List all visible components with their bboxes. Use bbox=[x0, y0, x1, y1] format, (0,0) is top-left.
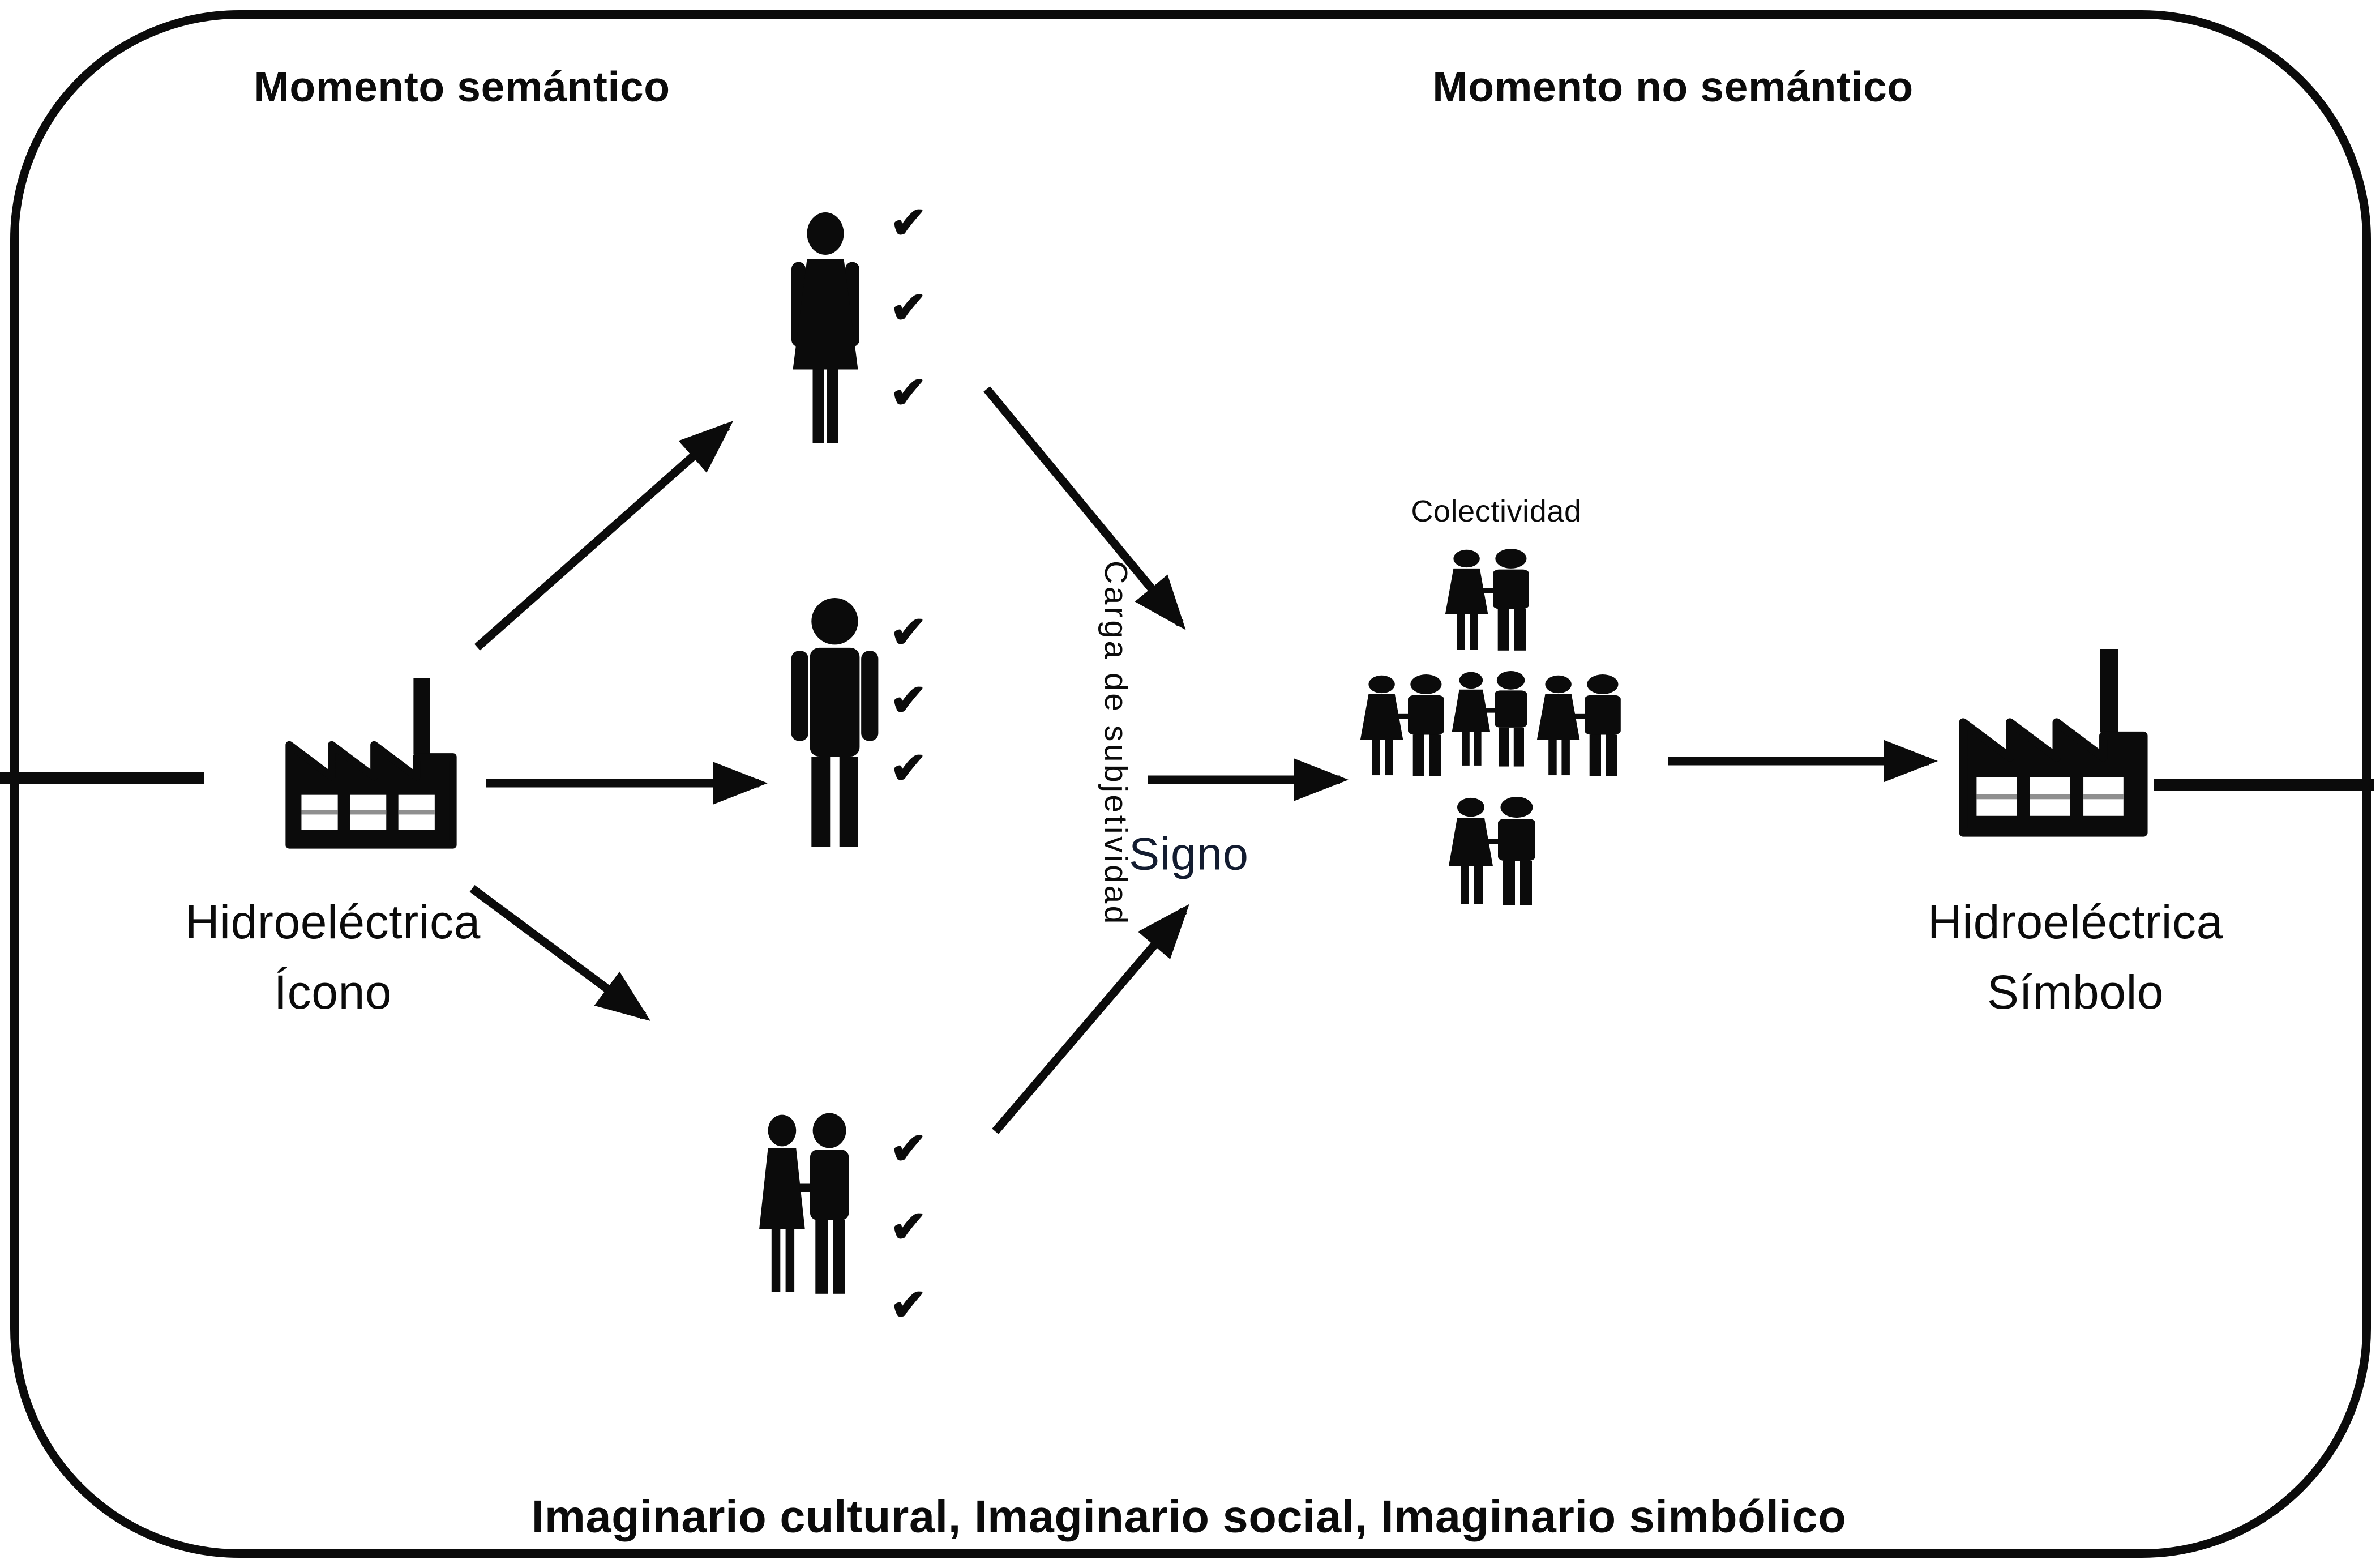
connector-couple-to-sign bbox=[992, 904, 1189, 1134]
icon-node-line2: Ícono bbox=[273, 965, 392, 1019]
collectivity-label: Colectividad bbox=[1411, 494, 1582, 528]
woman-icon bbox=[783, 211, 868, 452]
icon-node-label: Hidroeléctrica Ícono bbox=[185, 887, 481, 1028]
phase-label-semantic: Momento semántico bbox=[254, 63, 670, 110]
imaginaries-caption: Imaginario cultural, Imaginario social, … bbox=[531, 1491, 1847, 1543]
couple-check-list: ✔ ✔ ✔ bbox=[890, 1126, 927, 1327]
factory-icon bbox=[280, 678, 462, 853]
man-icon bbox=[788, 598, 881, 855]
check-icon: ✔ bbox=[890, 607, 927, 657]
connector-icon-to-woman bbox=[474, 421, 734, 651]
check-icon: ✔ bbox=[890, 368, 927, 417]
connector-woman-to-sign bbox=[983, 386, 1186, 630]
phase-label-non-semantic: Momento no semántico bbox=[1432, 63, 1914, 110]
check-icon: ✔ bbox=[890, 283, 927, 332]
factory-icon bbox=[1953, 649, 2154, 841]
man-check-list: ✔ ✔ ✔ bbox=[890, 610, 927, 790]
check-icon: ✔ bbox=[890, 198, 927, 247]
symbol-node-line2: Símbolo bbox=[1987, 965, 2164, 1019]
couple-icon bbox=[1535, 674, 1634, 783]
check-icon: ✔ bbox=[890, 743, 927, 793]
collectivity-crowd bbox=[1359, 549, 1634, 912]
couple-icon bbox=[757, 1113, 863, 1306]
couple-icon bbox=[1450, 671, 1539, 773]
check-icon: ✔ bbox=[890, 675, 927, 725]
couple-icon bbox=[1444, 549, 1542, 657]
woman-check-list: ✔ ✔ ✔ bbox=[890, 200, 927, 415]
check-icon: ✔ bbox=[890, 1280, 927, 1330]
symbol-node-label: Hidroeléctrica Símbolo bbox=[1928, 887, 2223, 1028]
check-icon: ✔ bbox=[890, 1202, 927, 1251]
couple-icon bbox=[1359, 674, 1457, 783]
couple-icon bbox=[1447, 797, 1549, 912]
connector-icon-to-couple bbox=[469, 885, 651, 1021]
symbol-node-line1: Hidroeléctrica bbox=[1928, 895, 2223, 949]
subjectivity-label: Carga de subjetividad bbox=[1098, 561, 1134, 926]
icon-node-line1: Hidroeléctrica bbox=[185, 895, 481, 949]
sign-label: Signo bbox=[1129, 828, 1249, 880]
check-icon: ✔ bbox=[890, 1123, 927, 1173]
